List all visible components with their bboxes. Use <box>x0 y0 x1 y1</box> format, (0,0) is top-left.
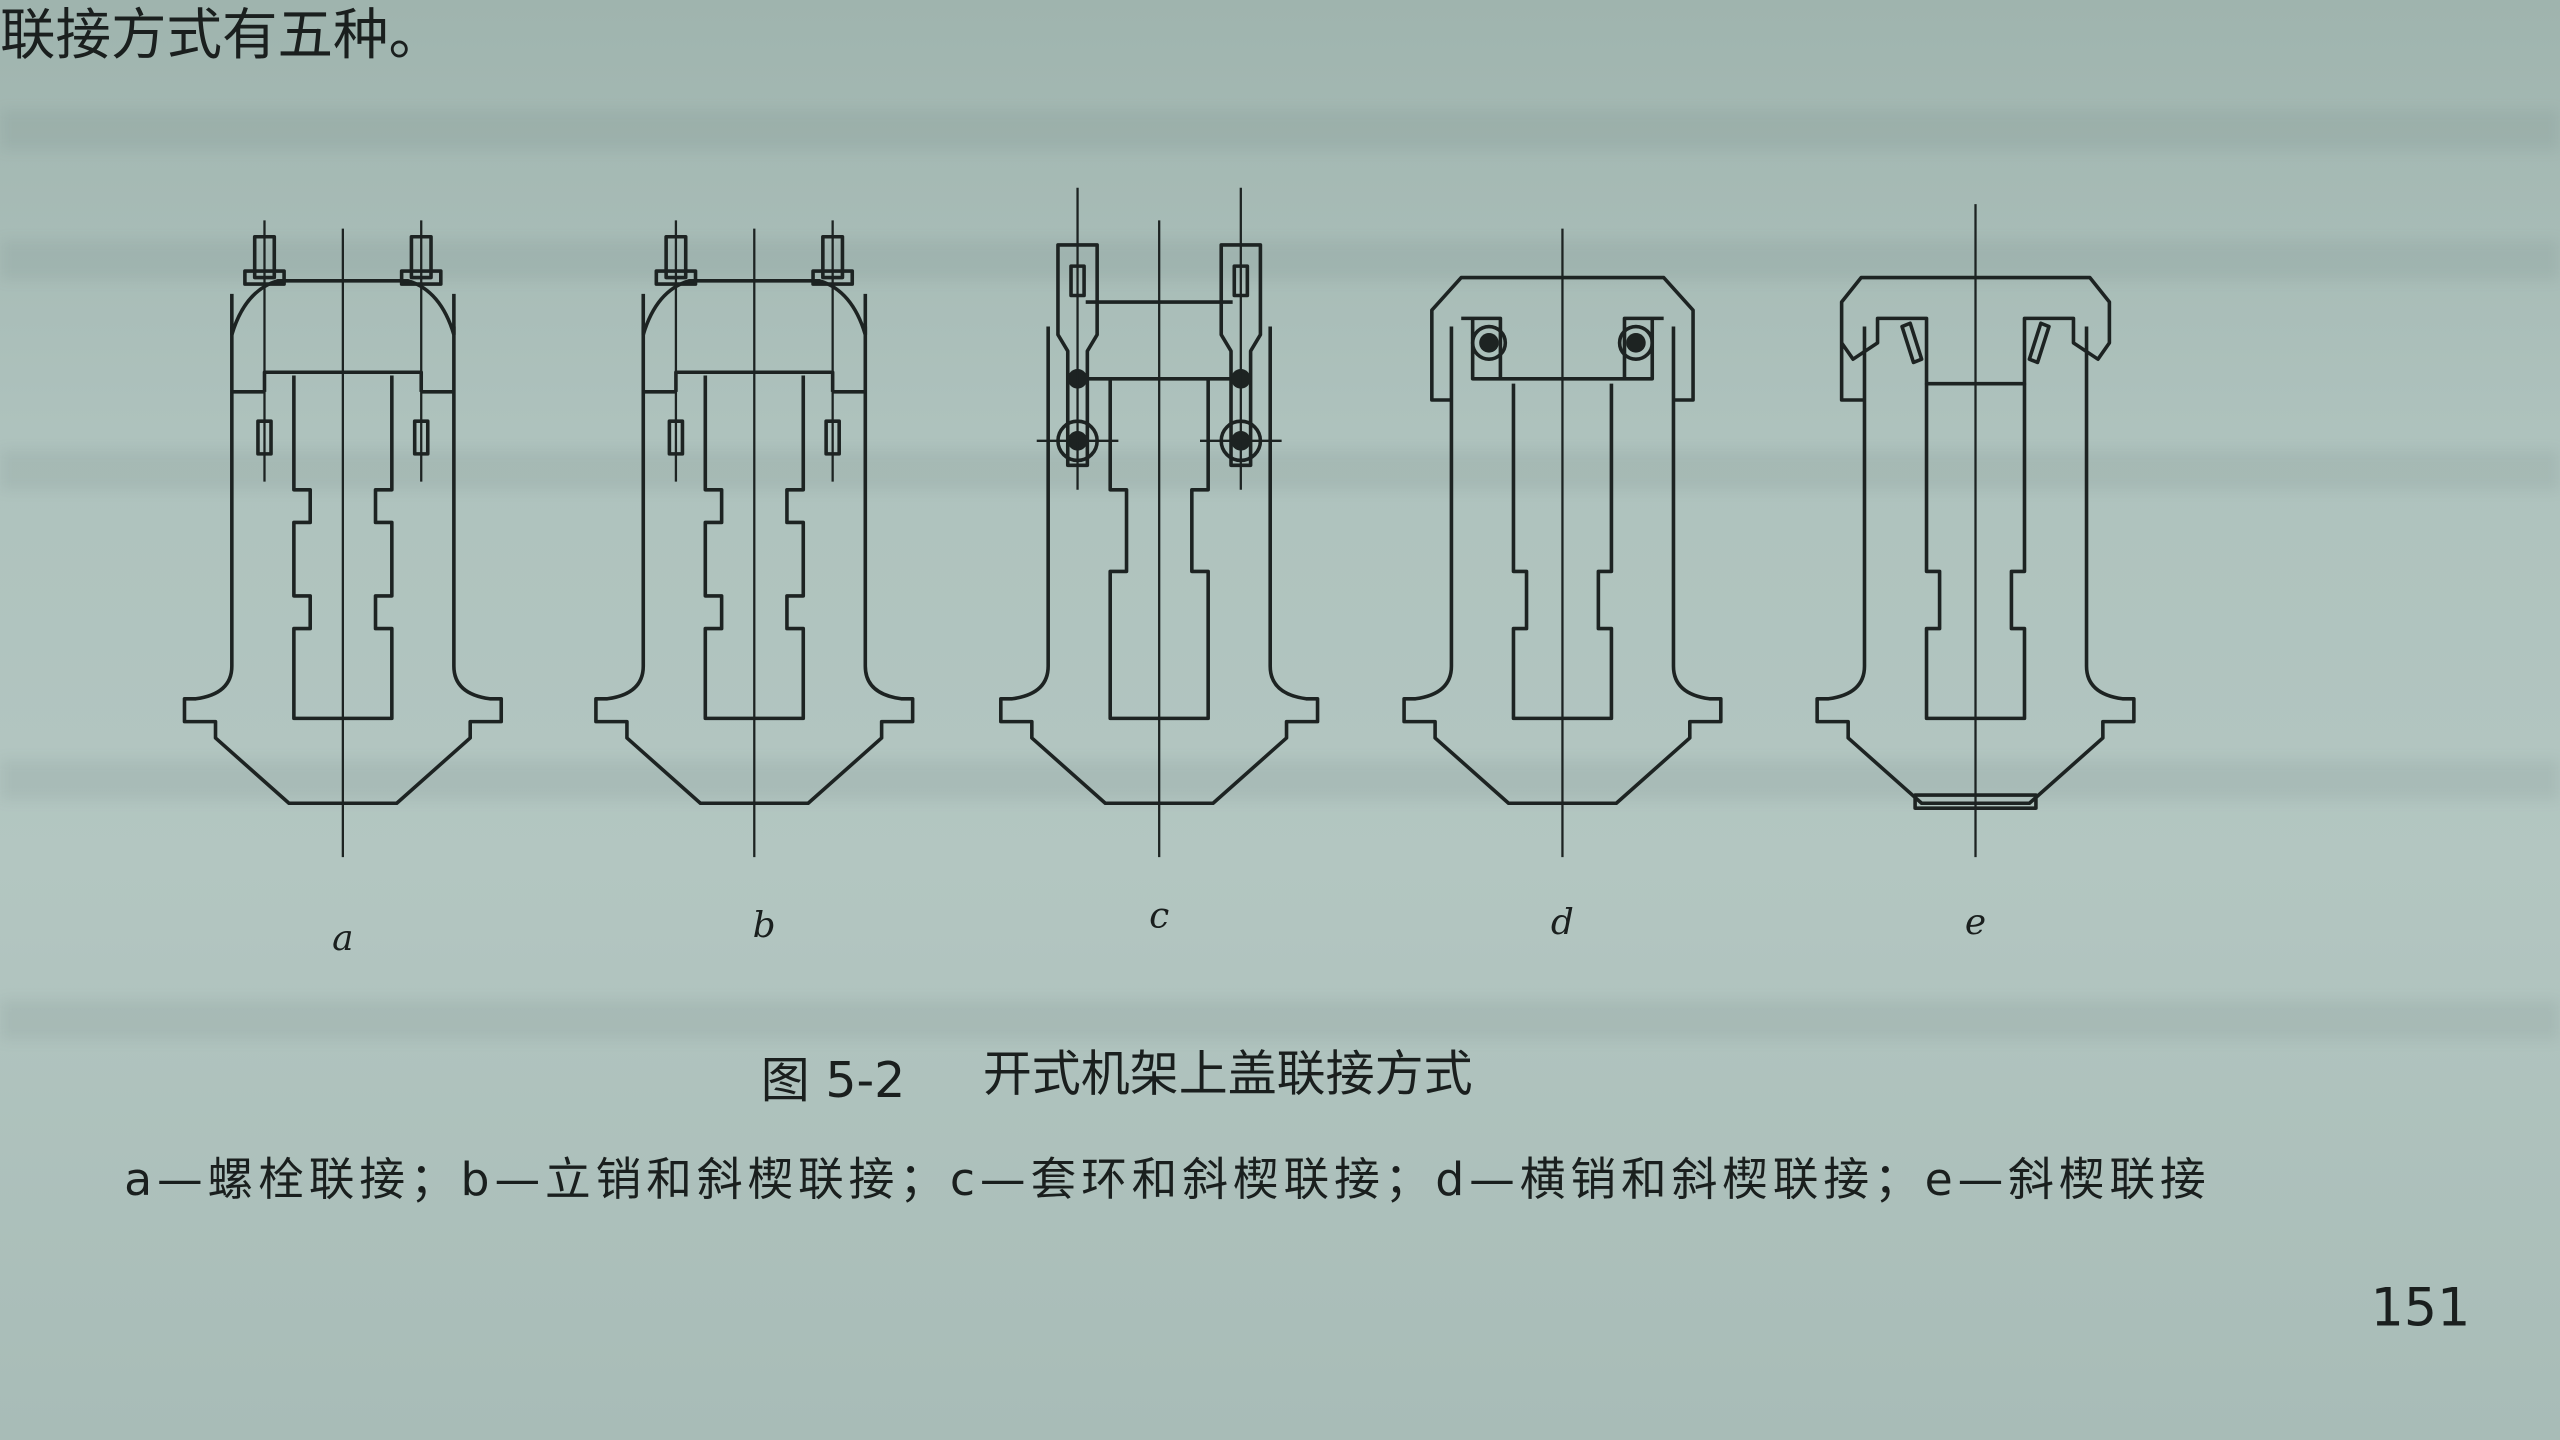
upper-cap <box>230 279 456 394</box>
caption-number: 图 5-2 <box>761 1052 906 1109</box>
frame-a-bolted <box>182 220 504 858</box>
window <box>292 375 394 721</box>
window <box>1085 300 1233 721</box>
wedge-icon <box>1900 321 2051 365</box>
label-b: b <box>753 905 776 946</box>
label-c: c <box>1149 895 1169 936</box>
blurred-text-band <box>0 450 2560 490</box>
link-axis <box>1200 187 1282 490</box>
frame-d-cross-pin <box>1402 228 1723 858</box>
window <box>703 375 806 721</box>
cross-pin-icon <box>1626 333 1646 353</box>
blurred-text-band <box>0 110 2560 150</box>
blurred-text-band <box>0 240 2560 280</box>
window <box>1924 383 2027 721</box>
cross-pin-icon <box>1479 333 1499 353</box>
blurred-text-band <box>0 1000 2560 1040</box>
upper-cap <box>641 279 868 394</box>
intro-text: 联接方式有五种。 <box>0 3 444 68</box>
label-d: d <box>1551 902 1574 943</box>
frame-c-ring <box>999 187 1320 858</box>
window <box>1511 383 1614 721</box>
blurred-text-band <box>0 760 2560 800</box>
upper-cap <box>1430 275 1695 402</box>
figure-legend: a—螺栓联接；b—立销和斜楔联接；c—套环和斜楔联接；d—横销和斜楔联接；e—斜… <box>124 1153 2206 1206</box>
label-e: e <box>1965 902 1986 943</box>
label-a: a <box>332 918 353 959</box>
cross-pin-ring <box>1470 324 1508 361</box>
base-plate <box>1913 793 2038 810</box>
frame-e-wedge <box>1815 204 2136 858</box>
cross-pin-ring <box>1617 324 1655 361</box>
frame-drawings <box>182 187 2136 858</box>
link-axis <box>1036 187 1119 490</box>
caption-title: 开式机架上盖联接方式 <box>983 1046 1473 1103</box>
frame-b-vertical-pin <box>594 220 915 858</box>
ring-link <box>1056 243 1099 468</box>
page-number: 151 <box>2371 1279 2471 1339</box>
ring-link <box>1219 243 1263 468</box>
upper-cap <box>1839 275 2112 402</box>
